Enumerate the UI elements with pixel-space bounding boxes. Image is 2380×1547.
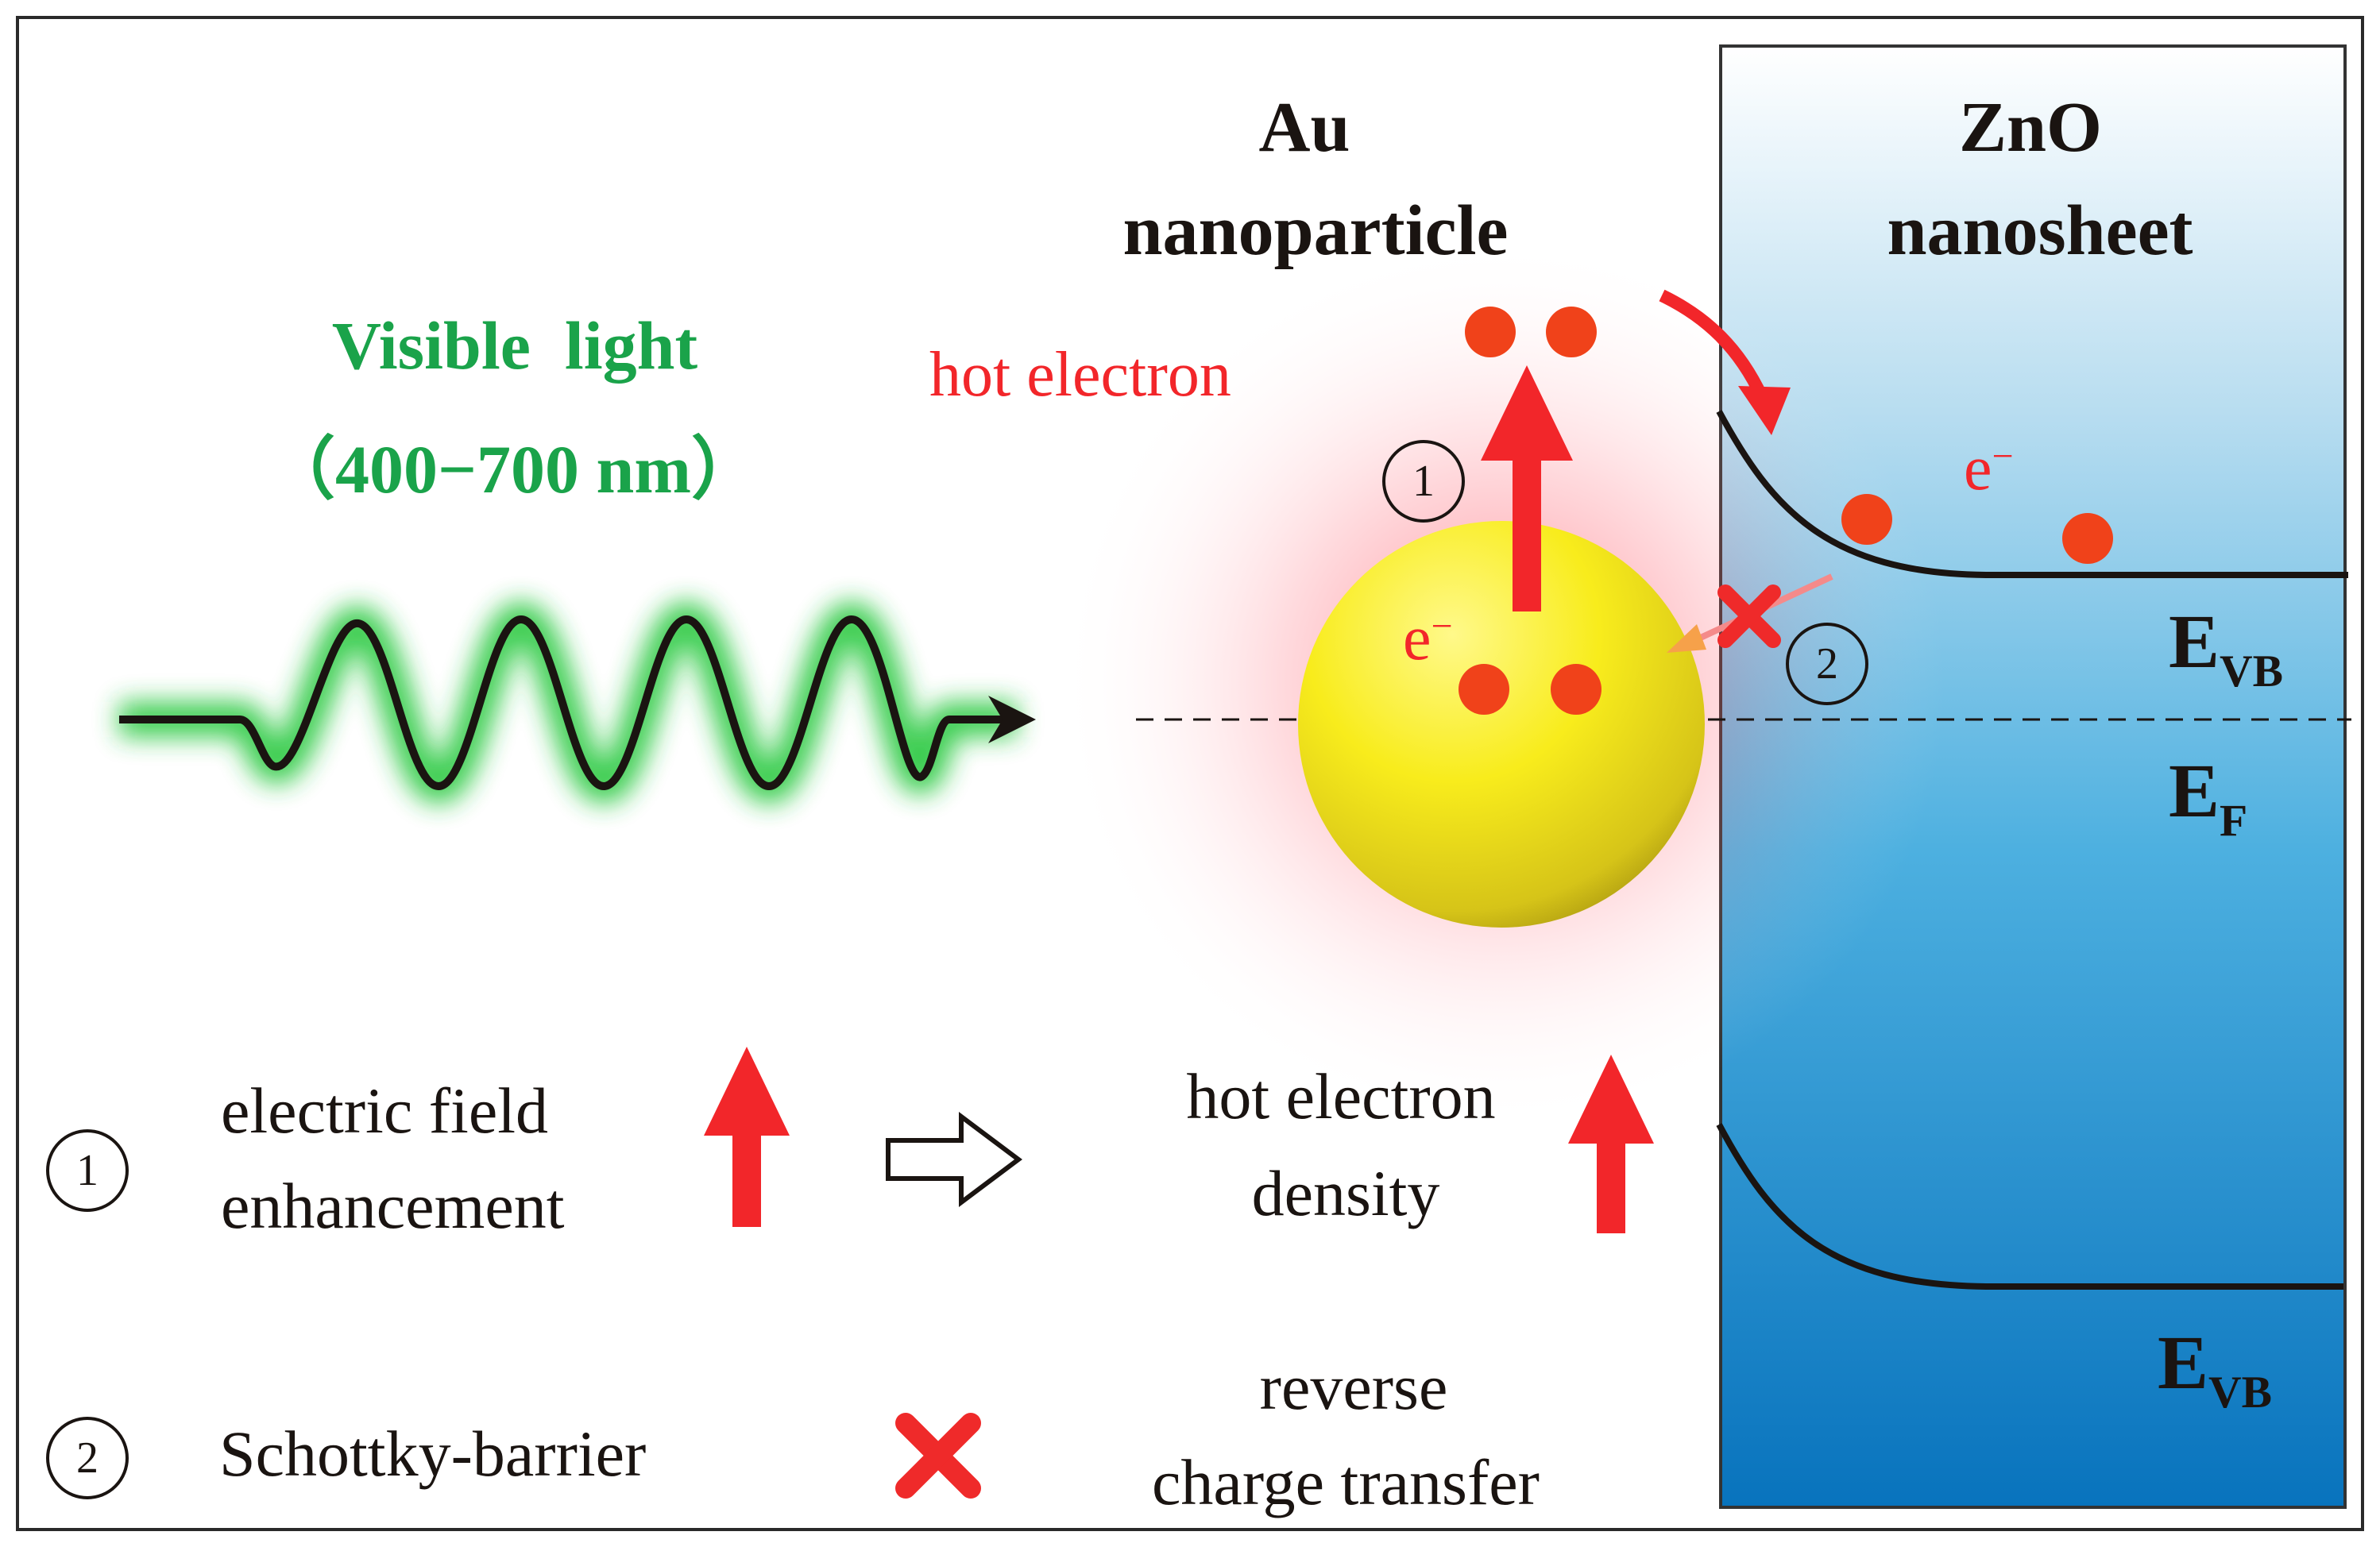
au-title-line1: Au (1258, 88, 1350, 167)
legend-2-result-line1: reverse (1259, 1351, 1448, 1423)
hot-electron-label: hot electron (929, 340, 1231, 410)
valence-band-curve (1716, 1123, 2343, 1290)
step-1-number: 1 (1412, 457, 1435, 506)
blocked-cross-icon (1717, 584, 1781, 648)
zno-title-line1: ZnO (1958, 88, 2103, 167)
light-wave-icon (119, 601, 1036, 804)
legend-1-circle (46, 1129, 129, 1212)
reverse-transfer-arrowhead (1667, 624, 1706, 653)
legend-1-result-line1: hot electron (1186, 1060, 1496, 1132)
upper-evb-label: EVB (2169, 599, 2284, 697)
wavelength-range-label: （400−700 nm） (267, 431, 759, 507)
outer-frame (16, 16, 2364, 1531)
hot-electron-dot (1465, 307, 1516, 357)
legend-2-number: 2 (76, 1433, 99, 1483)
red-cross-icon (895, 1413, 981, 1499)
fermi-level-label: EF (2169, 748, 2248, 847)
lower-evb-label: EVB (2158, 1320, 2273, 1418)
hollow-right-arrow-icon (886, 1112, 1022, 1207)
electron-label-au: e− (1403, 604, 1453, 673)
injected-electron-dot (1841, 494, 1892, 545)
red-up-arrow-icon (1568, 1055, 1654, 1233)
electron-dot (1551, 664, 1601, 715)
zno-title-line2: nanosheet (1887, 191, 2193, 270)
visible-light-label: Visible light (331, 307, 698, 384)
au-nanoparticle (1298, 521, 1705, 928)
legend-2-text: Schottky-barrier (219, 1418, 647, 1490)
legend-2-circle (46, 1417, 129, 1499)
legend-1-result-line2: density (1251, 1157, 1440, 1229)
legend-2-result-line2: charge transfer (1152, 1446, 1540, 1518)
excitation-arrow-icon (1481, 365, 1573, 611)
step-2-number: 2 (1816, 639, 1838, 689)
injection-arrowhead (1738, 386, 1791, 435)
legend-1-text-line2: enhancement (221, 1170, 565, 1242)
injection-arrow-icon (1659, 289, 1768, 400)
electron-label-zno: e− (1964, 434, 2014, 503)
conduction-band-curve (1716, 410, 2348, 578)
injected-electron-dot (2062, 513, 2113, 564)
hot-electron-dot (1546, 307, 1597, 357)
step-1-circle (1382, 440, 1465, 523)
electrons (1459, 307, 2113, 715)
legend-1-text-line1: electric field (221, 1074, 549, 1147)
au-title-line2: nanoparticle (1122, 191, 1509, 270)
red-up-arrow-icon (704, 1047, 790, 1227)
legend-1-number: 1 (76, 1146, 99, 1195)
electron-dot (1459, 664, 1509, 715)
step-2-circle (1786, 623, 1868, 705)
